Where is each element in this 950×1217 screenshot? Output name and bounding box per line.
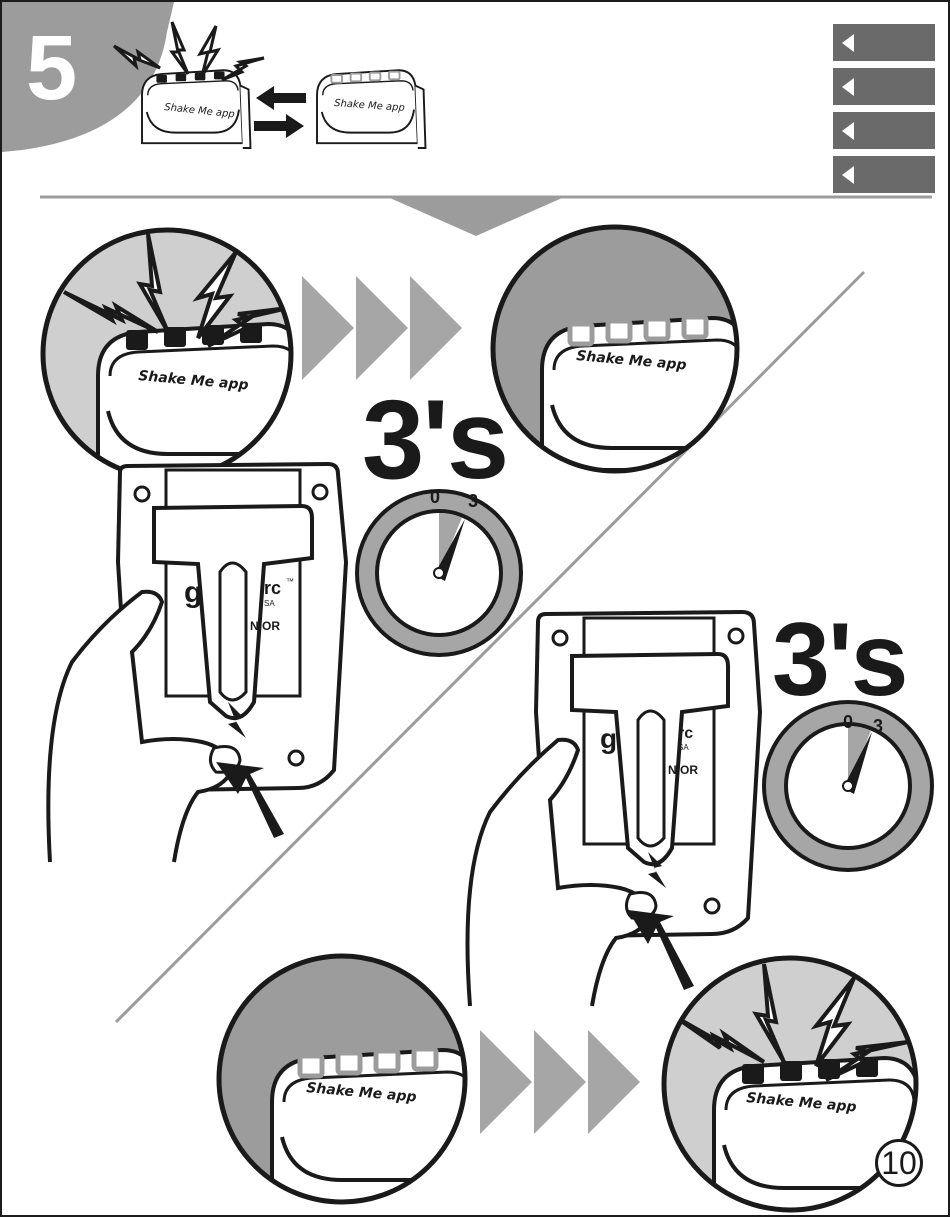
logo-sub: SA	[678, 743, 689, 752]
language-tab-2[interactable]	[833, 68, 935, 105]
triangle-left-icon	[842, 166, 854, 184]
logo-sub: SA	[264, 599, 275, 608]
flow-arrows-top	[302, 276, 462, 380]
timer-dial-top: 0 3	[357, 487, 521, 655]
device-front-top: g rc ™ SA NIOR	[48, 464, 346, 862]
language-tabs	[833, 24, 935, 200]
leds-flashing-circle: Shake Me app	[43, 230, 324, 486]
logo-trademark: ™	[286, 577, 294, 586]
logo-letter: g	[184, 576, 202, 609]
triangle-left-icon	[842, 122, 854, 140]
model-label: NIOR	[668, 763, 698, 777]
model-label: NIOR	[250, 619, 280, 633]
leds-off-circle-bottom: Shake Me app	[219, 956, 498, 1212]
language-tab-3[interactable]	[833, 112, 935, 149]
divider-chevron	[390, 198, 562, 236]
duration-label-bottom: 3's	[772, 608, 906, 712]
step-number: 5	[26, 22, 77, 114]
triangle-left-icon	[842, 78, 854, 96]
triangle-left-icon	[842, 34, 854, 52]
language-tab-4[interactable]	[833, 156, 935, 193]
swap-arrows-icon	[254, 86, 306, 138]
device-front-bottom: g rc SA NIOR	[468, 612, 761, 1006]
logo-letter: g	[600, 723, 617, 754]
logo-text: rc	[678, 725, 693, 742]
leds-off-circle: Shake Me app	[493, 227, 768, 480]
page-number: 10	[875, 1139, 923, 1187]
duration-label-top: 3's	[362, 384, 507, 496]
flow-arrows-bottom	[480, 1030, 640, 1134]
timer-dial-bottom: 0 3	[764, 702, 932, 870]
language-tab-1[interactable]	[833, 24, 935, 61]
logo-text: rc	[264, 578, 281, 598]
dial-end-label: 3	[873, 716, 883, 736]
